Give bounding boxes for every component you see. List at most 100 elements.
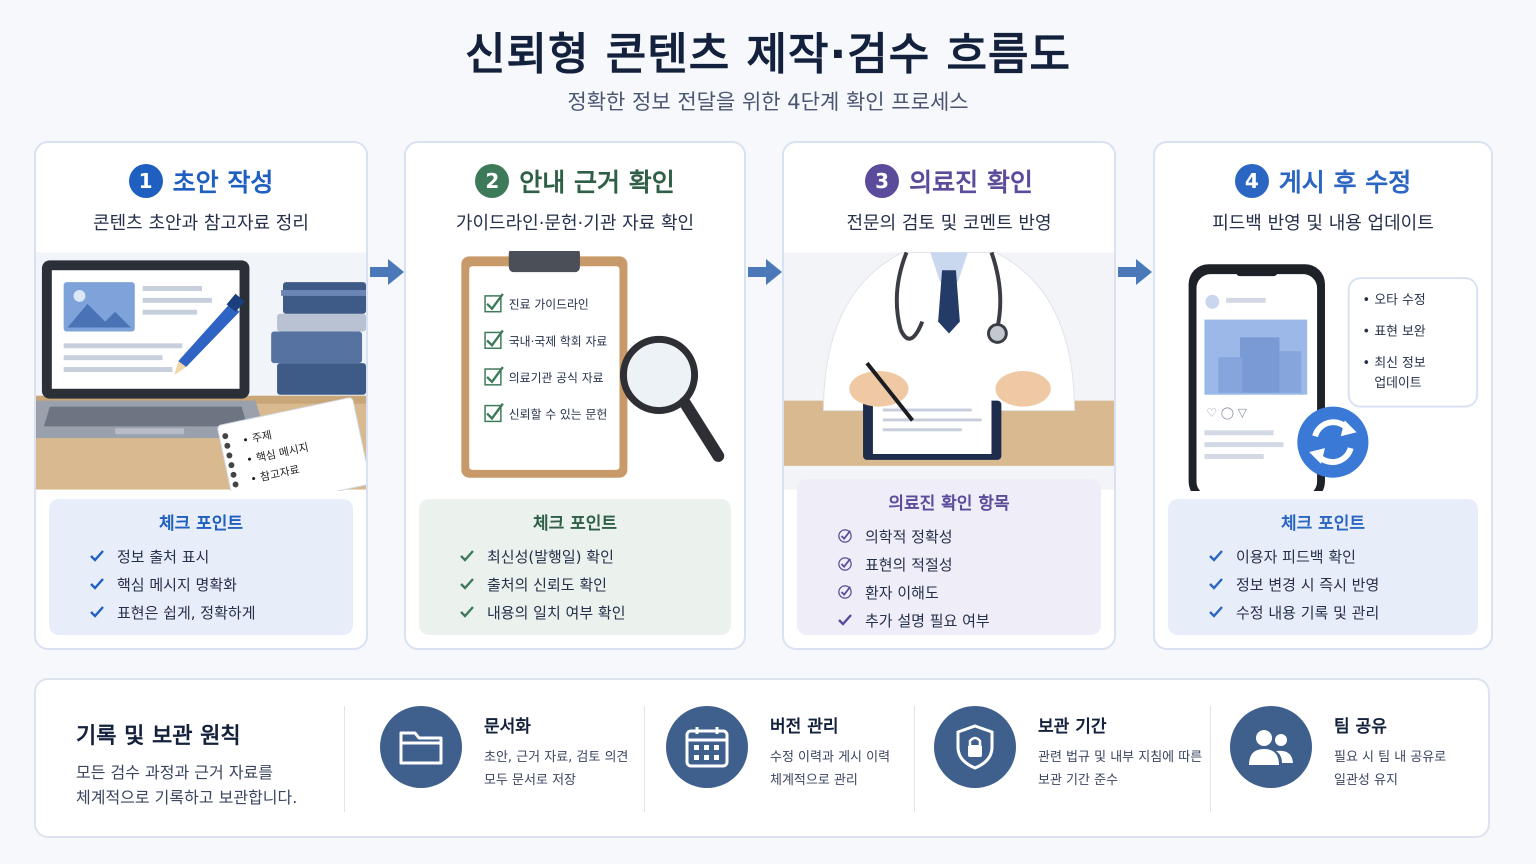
step-title: 의료진 확인 <box>909 168 1033 197</box>
checkpoint-text: 출처의 신뢰도 확인 <box>487 575 607 594</box>
checkpoint-item: 정보 변경 시 즉시 반영 <box>1168 570 1478 598</box>
checkpoint-item: 내용의 일치 여부 확인 <box>419 598 731 626</box>
check-icon <box>90 606 104 618</box>
step-header: 4 게시 후 수정 <box>1155 163 1491 199</box>
checkpoint-item: 정보 출처 표시 <box>49 542 353 570</box>
checkpoint-title: 체크 포인트 <box>158 514 244 534</box>
checkpoint-item: 추가 설명 필요 여부 <box>797 606 1101 634</box>
check-icon <box>90 578 104 590</box>
books-icon <box>271 282 366 395</box>
step-title: 게시 후 수정 <box>1278 168 1412 197</box>
records-title: 기록 및 보관 원칙 <box>76 724 241 749</box>
laptop-icon <box>36 260 268 439</box>
update-bubble: • 오타 수정 • 표현 보완 • 최신 정보 업데이트 <box>1347 277 1479 408</box>
clipboard-line: 진료 가이드라인 <box>509 298 589 312</box>
records-description: 모든 검수 과정과 근거 자료를 체계적으로 기록하고 보관합니다. <box>76 760 336 810</box>
check-circle-icon <box>838 557 852 571</box>
records-item-line: 관련 법규 및 내부 지침에 따른 <box>1038 750 1203 765</box>
checkpoint-box: 체크 포인트 정보 출처 표시 핵심 메시지 명확화 표현은 쉽게, 정확하게 <box>49 499 353 635</box>
arrow-right-icon <box>370 259 404 285</box>
step-number-badge: 2 <box>475 164 510 198</box>
clipboard-line: 국내·국제 학회 자료 <box>509 334 608 348</box>
checkpoint-item: 이용자 피드백 확인 <box>1168 542 1478 570</box>
records-item-title: 보관 기간 <box>1038 717 1107 737</box>
calendar-icon <box>666 706 748 788</box>
records-item-line: 모두 문서로 저장 <box>484 773 576 788</box>
checkpoint-item: 출처의 신뢰도 확인 <box>419 570 731 598</box>
divider <box>644 706 645 812</box>
step-card-evidence: 2 안내 근거 확인 가이드라인·문헌·기관 자료 확인 진료 가이드라인 국내… <box>404 141 746 650</box>
checkpoint-title: 체크 포인트 <box>532 514 618 534</box>
svg-text:•: • <box>1363 324 1371 339</box>
records-item-team-sharing: 팀 공유 필요 시 팀 내 공유로 일관성 유지 <box>1230 702 1470 818</box>
step-subtitle: 콘텐츠 초안과 참고자료 정리 <box>93 213 309 234</box>
step-subtitle: 전문의 검토 및 코멘트 반영 <box>846 213 1052 234</box>
hand-pen-icon <box>849 361 1051 422</box>
checkpoint-item: 표현은 쉽게, 정확하게 <box>49 598 353 626</box>
check-circle-icon <box>838 585 852 599</box>
records-item-documentation: 문서화 초안, 근거 자료, 검토 의견 모두 문서로 저장 <box>380 702 642 818</box>
laptop-books-illustration: • 주제 • 핵심 메시지 • 참고자료 <box>36 252 366 491</box>
divider <box>344 706 345 812</box>
checkpoint-text: 의학적 정확성 <box>865 527 953 546</box>
records-panel: 기록 및 보관 원칙 모든 검수 과정과 근거 자료를 체계적으로 기록하고 보… <box>34 678 1490 838</box>
records-desc-line: 모든 검수 과정과 근거 자료를 <box>76 763 273 782</box>
clipboard-line: 신뢰할 수 있는 문헌 <box>509 407 607 421</box>
doctor-illustration <box>784 251 1114 490</box>
magnifier-icon <box>619 335 725 462</box>
check-icon <box>90 550 104 562</box>
notebook-icon: • 주제 • 핵심 메시지 • 참고자료 <box>217 397 366 491</box>
checkpoint-box: 체크 포인트 이용자 피드백 확인 정보 변경 시 즉시 반영 수정 내용 기록… <box>1168 499 1478 635</box>
checkpoint-text: 최신성(발행일) 확인 <box>487 547 614 566</box>
check-circle-icon <box>838 529 852 543</box>
divider <box>1210 706 1211 812</box>
step-subtitle: 피드백 반영 및 내용 업데이트 <box>1212 213 1434 234</box>
bubble-line: 오타 수정 <box>1374 293 1425 308</box>
records-item-title: 팀 공유 <box>1334 717 1387 737</box>
check-icon <box>460 550 474 562</box>
svg-text:♡ ◯ ▽: ♡ ◯ ▽ <box>1206 405 1247 419</box>
step-title: 안내 근거 확인 <box>519 168 675 197</box>
step-subtitle: 가이드라인·문헌·기관 자료 확인 <box>455 213 695 234</box>
page-subtitle: 정확한 정보 전달을 위한 4단계 확인 프로세스 <box>567 90 969 114</box>
step-number-badge: 4 <box>1234 164 1269 198</box>
svg-text:•: • <box>1363 356 1371 371</box>
records-item-desc: 초안, 근거 자료, 검토 의견 모두 문서로 저장 <box>484 746 628 792</box>
checkpoint-item: 수정 내용 기록 및 관리 <box>1168 598 1478 626</box>
check-icon <box>1209 578 1223 590</box>
team-icon <box>1230 706 1312 788</box>
records-item-line: 일관성 유지 <box>1334 773 1398 788</box>
checkpoint-text: 표현은 쉽게, 정확하게 <box>117 603 256 622</box>
records-item-line: 초안, 근거 자료, 검토 의견 <box>484 750 629 765</box>
step-card-doctor-review: 3 의료진 확인 전문의 검토 및 코멘트 반영 의료진 확인 항목 <box>782 141 1116 650</box>
checkpoint-item: 최신성(발행일) 확인 <box>419 542 731 570</box>
checkpoint-text: 이용자 피드백 확인 <box>1236 547 1356 566</box>
checkpoint-title: 체크 포인트 <box>1280 514 1366 534</box>
pen-icon <box>174 293 245 375</box>
records-item-desc: 필요 시 팀 내 공유로 일관성 유지 <box>1334 746 1446 792</box>
bubble-line: 최신 정보 <box>1374 356 1425 371</box>
checkpoint-text: 핵심 메시지 명확화 <box>117 575 237 594</box>
clipboard-icon <box>863 394 1002 460</box>
check-icon <box>1209 606 1223 618</box>
clipboard-icon: 진료 가이드라인 국내·국제 학회 자료 의료기관 공식 자료 신뢰할 수 있는… <box>461 251 628 478</box>
checkpoint-text: 수정 내용 기록 및 관리 <box>1236 603 1380 622</box>
records-item-title: 버전 관리 <box>770 717 839 737</box>
step-card-draft: 1 초안 작성 콘텐츠 초안과 참고자료 정리 <box>34 141 368 650</box>
checkpoint-box: 의료진 확인 항목 의학적 정확성 표현의 적절성 환자 이해도 추가 설명 필… <box>797 479 1101 635</box>
step-header: 3 의료진 확인 <box>784 163 1114 199</box>
checkpoint-item: 핵심 메시지 명확화 <box>49 570 353 598</box>
checkpoint-item: 환자 이해도 <box>797 578 1101 606</box>
page-title: 신뢰형 콘텐츠 제작·검수 흐름도 <box>465 29 1071 80</box>
checkpoint-text: 정보 출처 표시 <box>117 547 210 566</box>
checkpoint-title: 의료진 확인 항목 <box>888 494 1010 514</box>
checkpoint-text: 추가 설명 필요 여부 <box>865 611 990 630</box>
bubble-line: 표현 보완 <box>1374 324 1425 339</box>
refresh-icon <box>1297 406 1369 478</box>
check-icon <box>1209 550 1223 562</box>
folder-icon <box>380 706 462 788</box>
checkpoint-text: 정보 변경 시 즉시 반영 <box>1236 575 1380 594</box>
records-item-desc: 관련 법규 및 내부 지침에 따른 보관 기간 준수 <box>1038 746 1202 792</box>
check-icon <box>460 606 474 618</box>
records-item-version-control: 버전 관리 수정 이력과 게시 이력 체계적으로 관리 <box>666 702 916 818</box>
